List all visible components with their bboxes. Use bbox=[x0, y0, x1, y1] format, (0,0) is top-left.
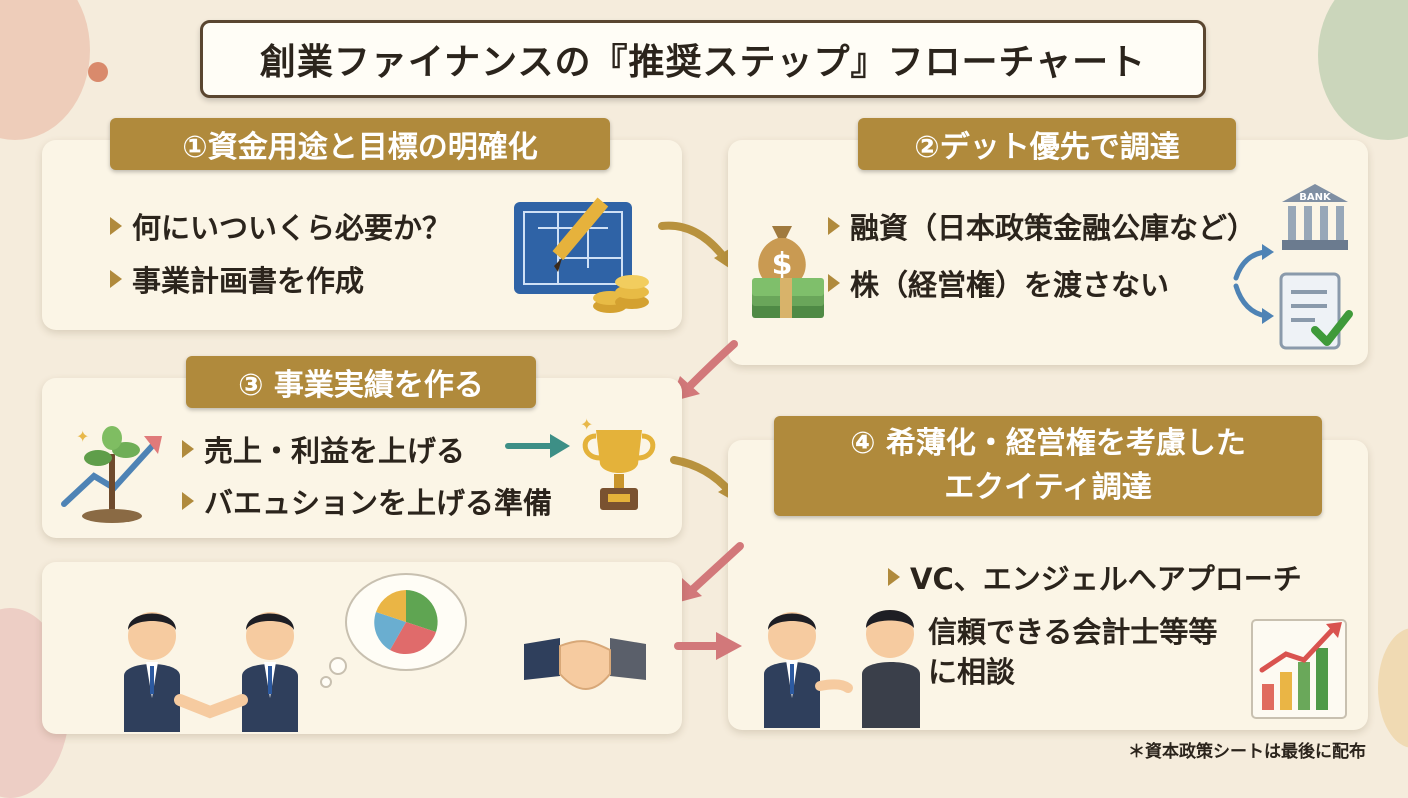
step-1-bullet: 何にいついくら必要か？ bbox=[110, 205, 451, 247]
footnote: ＊資本政策シートは最後に配布 bbox=[1128, 742, 1366, 762]
step-3-bullet: 売上・利益を上げる bbox=[182, 428, 465, 470]
page-title: 創業ファイナンスの『推奨ステップ』フローチャート bbox=[259, 42, 1147, 83]
step-3-bullet: バエュションを上げる準備 bbox=[182, 480, 552, 522]
step-3-label: ③ 事業実績を作る bbox=[186, 356, 536, 408]
blueprint-pencil-icon bbox=[514, 197, 632, 294]
bank-sign: BANK bbox=[1299, 192, 1332, 203]
decor-blob bbox=[1378, 628, 1408, 748]
coins-icon bbox=[593, 275, 649, 313]
step-2-bullet: 株（経営権）を渡さない bbox=[828, 262, 1169, 304]
handshake-icon bbox=[524, 638, 646, 690]
decor-leaf bbox=[88, 62, 108, 82]
step-2-bullet: 融資（日本政策金融公庫など） bbox=[828, 205, 1256, 247]
decor-blob bbox=[0, 0, 90, 140]
consultation-icon bbox=[764, 610, 920, 728]
bank-icon: BANK bbox=[1282, 184, 1348, 250]
svg-text:✦: ✦ bbox=[580, 415, 593, 434]
consult-text: 信頼できる会計士等等 に相談 bbox=[928, 615, 1218, 689]
step-2-label: ②デット優先で調達 bbox=[858, 118, 1236, 170]
plant-growth-icon: ✦ bbox=[61, 426, 162, 523]
decor-blob bbox=[1318, 0, 1408, 140]
step-1-bullet: 事業計画書を作成 bbox=[110, 258, 364, 300]
step-4-bullet: VC、エンジェルへアプローチ bbox=[888, 556, 1302, 598]
step-1-label: ①資金用途と目標の明確化 bbox=[110, 118, 610, 170]
step-4-label: ④ 希薄化・経営権を考慮した エクイティ調達 bbox=[774, 416, 1322, 516]
svg-text:$: $ bbox=[772, 247, 793, 282]
teal-arrow bbox=[505, 434, 570, 458]
bar-chart-up-icon bbox=[1251, 619, 1347, 719]
pie-chart-thought-icon bbox=[320, 573, 467, 688]
checklist-icon bbox=[1279, 272, 1353, 350]
trophy-icon: ✦ bbox=[580, 415, 656, 510]
curve-arrows bbox=[1233, 244, 1274, 324]
money-bag-icon: $ bbox=[758, 226, 806, 288]
cash-stack-icon bbox=[752, 278, 824, 318]
svg-text:✦: ✦ bbox=[76, 427, 89, 446]
title-box: 創業ファイナンスの『推奨ステップ』フローチャート bbox=[200, 20, 1206, 98]
flow-arrow bbox=[674, 632, 742, 660]
businessmen-handshake-icon bbox=[124, 612, 298, 732]
